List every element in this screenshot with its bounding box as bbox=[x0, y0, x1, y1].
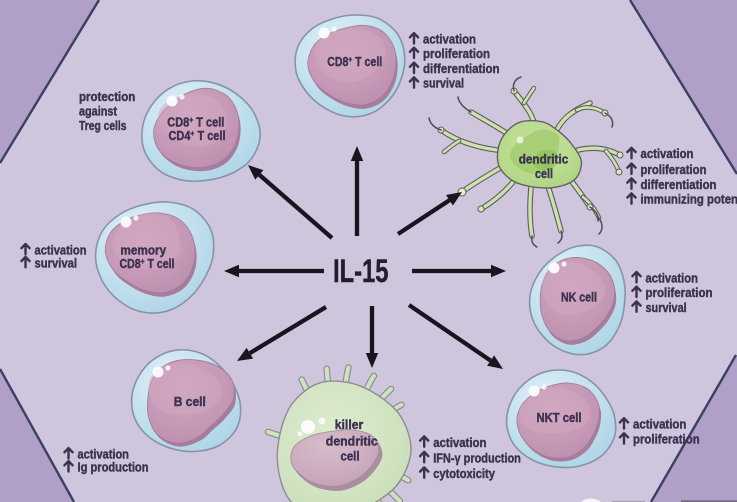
svg-text:activation: activation bbox=[78, 448, 129, 462]
svg-text:protection: protection bbox=[79, 90, 135, 104]
svg-text:activation: activation bbox=[423, 33, 476, 47]
svg-text:activation: activation bbox=[646, 271, 699, 285]
svg-text:proliferation: proliferation bbox=[423, 47, 490, 61]
svg-text:NK cell: NK cell bbox=[561, 290, 597, 304]
svg-text:survival: survival bbox=[35, 256, 78, 270]
svg-text:activation: activation bbox=[633, 418, 686, 432]
svg-text:IFN-γ production: IFN-γ production bbox=[433, 451, 521, 465]
svg-text:CD8+ T cell: CD8+ T cell bbox=[167, 115, 224, 129]
svg-text:proliferation: proliferation bbox=[646, 286, 713, 300]
svg-text:activation: activation bbox=[35, 243, 87, 257]
svg-text:cell: cell bbox=[341, 450, 360, 464]
svg-text:killer: killer bbox=[335, 418, 364, 432]
svg-text:survival: survival bbox=[646, 301, 687, 315]
svg-text:immunizing potential: immunizing potential bbox=[641, 193, 737, 207]
svg-text:against: against bbox=[79, 105, 118, 119]
svg-text:B cell: B cell bbox=[174, 395, 206, 409]
svg-text:proliferation: proliferation bbox=[633, 433, 700, 447]
svg-text:Treg cells: Treg cells bbox=[79, 119, 127, 133]
svg-text:cell: cell bbox=[535, 167, 553, 181]
svg-text:proliferation: proliferation bbox=[641, 163, 707, 177]
svg-text:activation: activation bbox=[433, 436, 486, 450]
svg-text:NKT cell: NKT cell bbox=[537, 411, 582, 425]
svg-text:differentiation: differentiation bbox=[423, 62, 500, 76]
svg-text:dendritic: dendritic bbox=[519, 152, 569, 166]
svg-text:cytotoxicity: cytotoxicity bbox=[433, 467, 495, 481]
svg-text:CD8+ T cell: CD8+ T cell bbox=[120, 257, 175, 271]
svg-text:CD4+ T cell: CD4+ T cell bbox=[169, 129, 226, 143]
svg-text:IL-15: IL-15 bbox=[333, 253, 389, 289]
svg-text:Ig production: Ig production bbox=[78, 461, 149, 475]
svg-text:dendritic: dendritic bbox=[326, 435, 378, 449]
svg-text:differentiation: differentiation bbox=[641, 178, 717, 192]
svg-text:CD8+ T cell: CD8+ T cell bbox=[327, 55, 382, 69]
svg-text:memory: memory bbox=[120, 243, 166, 257]
svg-text:survival: survival bbox=[423, 77, 464, 91]
svg-text:activation: activation bbox=[641, 147, 694, 161]
